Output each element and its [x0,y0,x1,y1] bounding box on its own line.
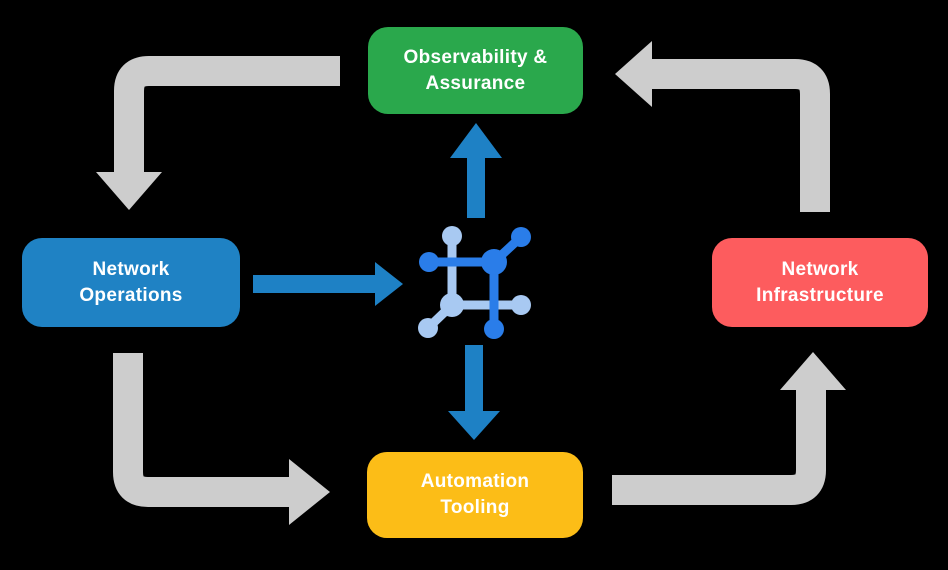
icon-right-node [511,295,531,315]
node-automation-tooling-label: Automation Tooling [420,471,530,518]
arrow-observability-to-operations-shaft [114,56,340,174]
arrow-operations-to-center [253,262,403,306]
arrow-automation-to-infrastructure-shaft [612,389,826,505]
icon-corner-node-top-right [481,249,507,275]
arrow-center-to-automation [448,345,500,440]
icon-top-node [442,226,462,246]
arrow-infrastructure-to-observability-shaft [652,59,830,212]
node-network-infrastructure: Network Infrastructure [712,238,928,327]
icon-corner-node-bottom-left [440,293,464,317]
arrow-infrastructure-to-observability [615,41,830,212]
arrow-center-to-observability-head [450,123,502,158]
arrow-automation-to-infrastructure [612,352,846,505]
node-network-operations-label: Network Operations [79,258,183,306]
node-observability-assurance-label: Observability & Assurance [403,46,548,94]
arrow-operations-to-automation-head [289,459,330,525]
arrow-observability-to-operations [96,56,340,210]
icon-left-node [419,252,439,272]
arrow-center-to-observability [450,123,502,218]
arrow-operations-to-automation-shaft [113,353,289,507]
node-network-operations: Network Operations [22,238,240,327]
node-network-infrastructure-label: Network Infrastructure [756,258,884,306]
arrow-observability-to-operations-head [96,172,162,210]
arrow-automation-to-infrastructure-head [780,352,846,390]
icon-bottom-node [484,319,504,339]
network-nodes-icon [418,226,531,339]
arrow-operations-to-center-head [375,262,403,306]
icon-top-right-node [511,227,531,247]
arrow-operations-to-automation [113,353,330,525]
arrow-center-to-automation-head [448,411,500,440]
node-observability-assurance: Observability & Assurance [368,27,583,114]
icon-bottom-left-node [418,318,438,338]
node-automation-tooling: Automation Tooling [367,452,583,538]
arrow-infrastructure-to-observability-head [615,41,652,107]
